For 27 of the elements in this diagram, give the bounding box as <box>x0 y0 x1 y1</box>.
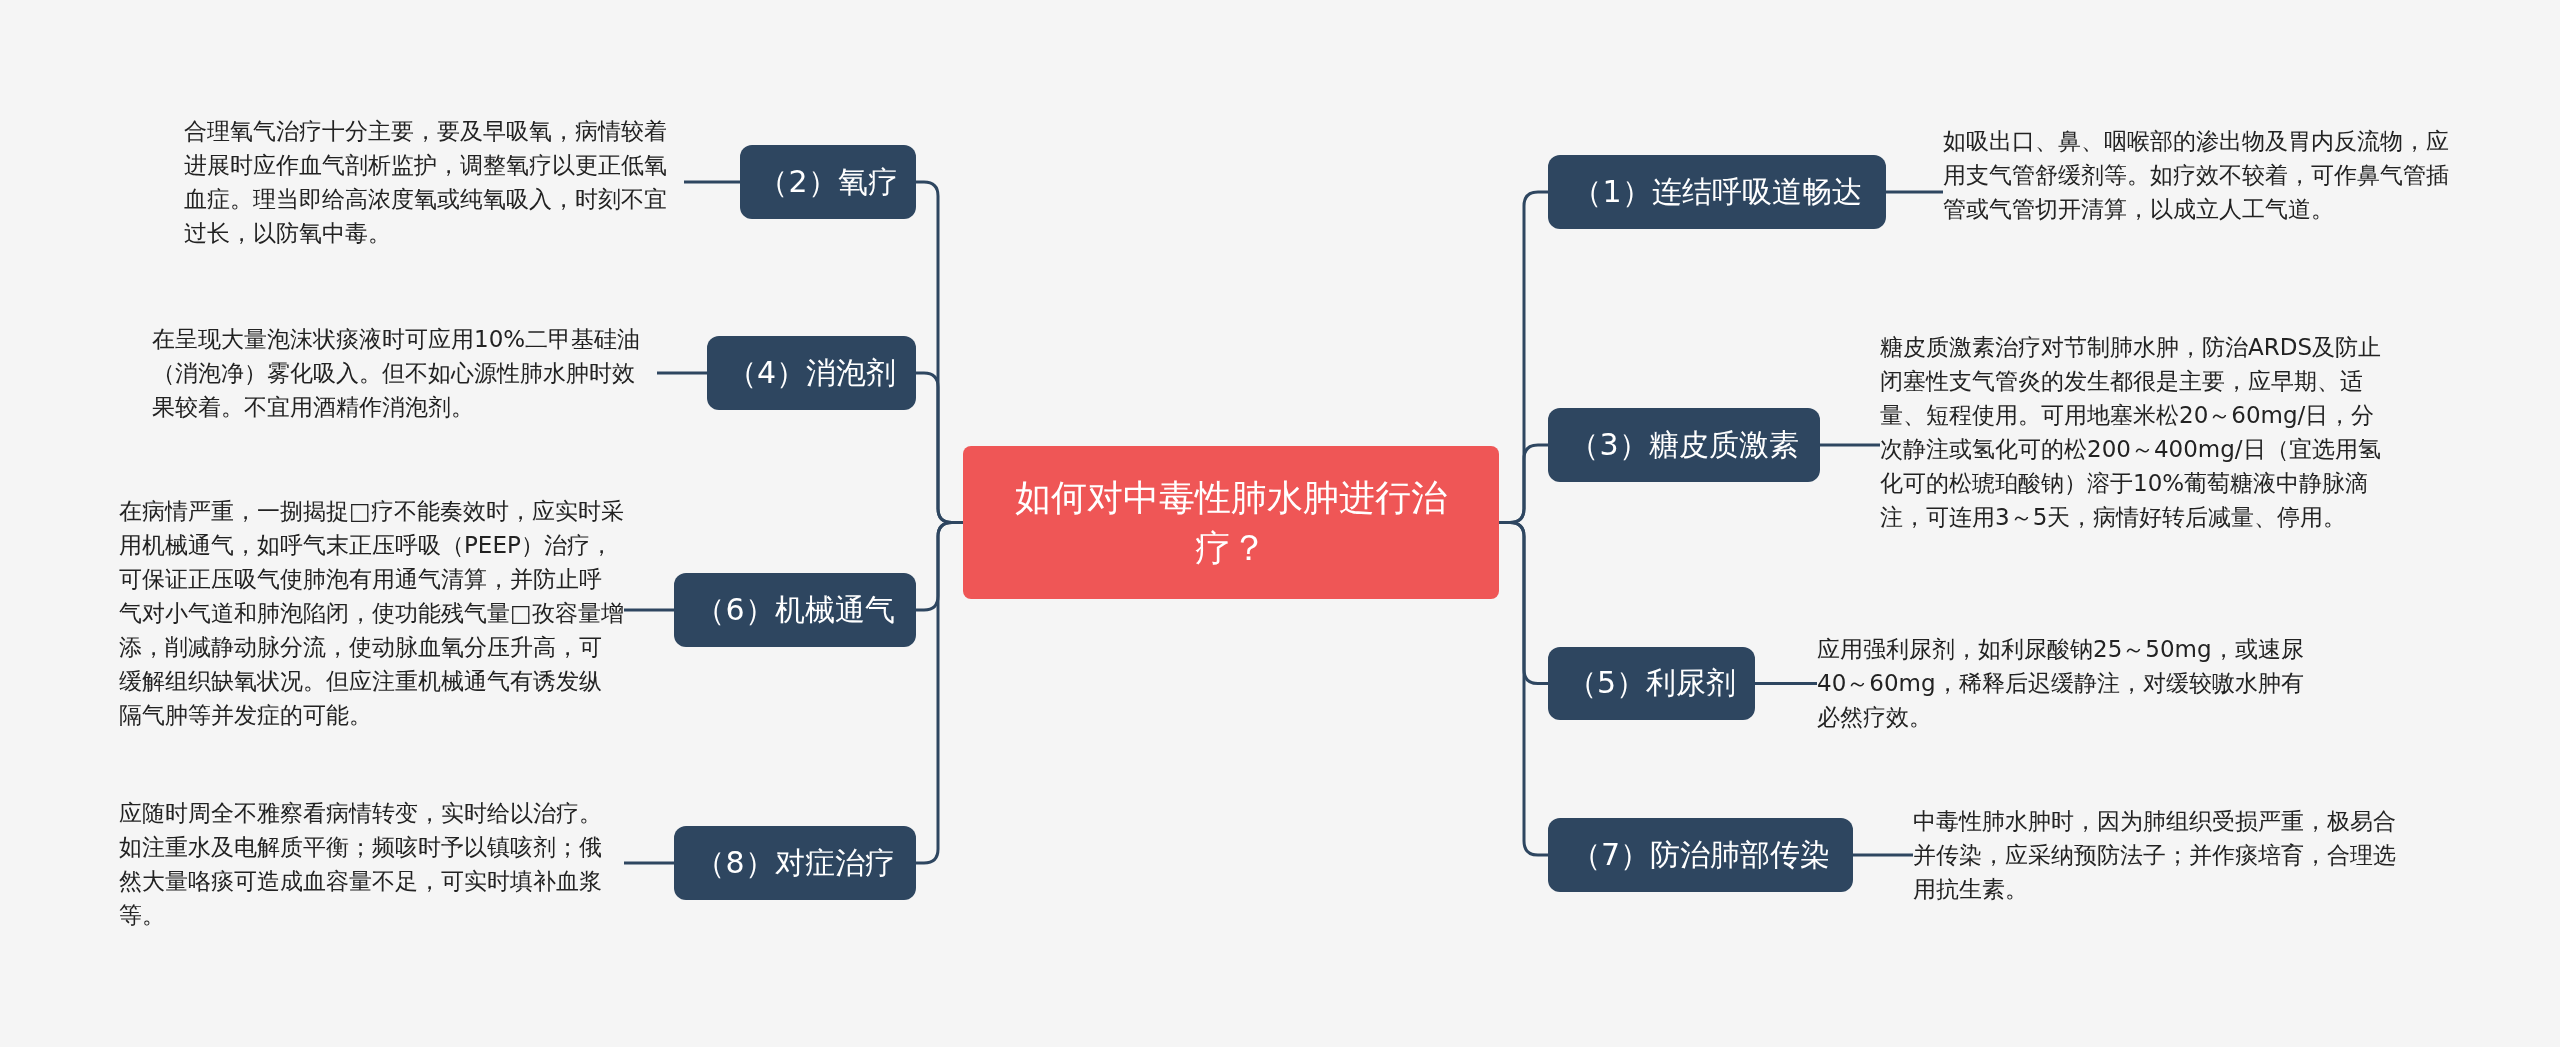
branch-box: （8）对症治疗 <box>674 826 916 900</box>
branch-box: （4）消泡剂 <box>707 336 916 410</box>
connector-line <box>1755 682 1817 685</box>
connector-line <box>657 371 707 375</box>
branch-box: （6）机械通气 <box>674 573 916 647</box>
note-text: 中毒性肺水肿时，因为肺组织受损严重，极易合并传染，应采纳预防法子；并作痰培育，合理选用抗生素。 <box>1913 804 2398 906</box>
branch-box: （7）防治肺部传染 <box>1548 818 1853 892</box>
branch-box: （5）利尿剂 <box>1548 647 1755 720</box>
connector-line <box>624 861 674 865</box>
note-text: 如吸出口、鼻、咽喉部的渗出物及胃内反流物，应用支气管舒缓剂等。如疗效不较着，可作鼻气管插管或气管切开清算，以成立人工气道。 <box>1943 124 2453 226</box>
connector-line <box>916 521 963 865</box>
connector-line <box>624 608 674 612</box>
connector-line <box>1499 521 1548 857</box>
note-text: 糖皮质激素治疗对节制肺水肿，防治ARDS及防止闭塞性支气管炎的发生都很是主要，应早期、适量、短程使用。可用地塞米松20～60mg/日，分次静注或氢化可的松200～400mg/日（宜选用氢化可的松琥珀酸钠）溶于10%葡萄糖液中静脉滴注，可连用3～5天，病情好转后减量、停用。 <box>1880 330 2385 534</box>
branch-box: （2）氧疗 <box>740 145 916 219</box>
connector-line <box>1886 190 1943 194</box>
note-text: 应用强利尿剂，如利尿酸钠25～50mg，或速尿40～60mg，稀释后迟缓静注，对缓较嗷水肿有必然疗效。 <box>1817 632 2322 734</box>
branch-box: （3）糖皮质激素 <box>1548 408 1820 482</box>
connector-line <box>684 180 740 184</box>
note-text: 合理氧气治疗十分主要，要及早吸氧，病情较着进展时应作血气剖析监护，调整氧疗以更正低氧血症。理当即给高浓度氧或纯氧吸入，时刻不宜过长，以防氧中毒。 <box>184 114 684 250</box>
note-text: 在呈现大量泡沫状痰液时可应用10%二甲基硅油（消泡净）雾化吸入。但不如心源性肺水肿时效果较着。不宜用酒精作消泡剂。 <box>152 322 657 424</box>
connector-line <box>1853 853 1913 857</box>
note-text: 在病情严重，一捌揭捉□疗不能奏效时，应实时采用机械通气，如呼气末正压呼吸（PEEP）治疗，可保证正压吸气使肺泡有用通气清算，并防止呼气对小气道和肺泡陷闭，使功能残气量□孜容量增添，削减静动脉分流，使动脉血氧分压升高，可缓解组织缺氧状况。但应注重机械通气有诱发纵隔气肿等并发症的可能。 <box>119 494 624 732</box>
branch-box: （1）连结呼吸道畅达 <box>1548 155 1886 229</box>
note-text: 应随时周全不雅察看病情转变，实时给以治疗。如注重水及电解质平衡；频咳时予以镇咳剂；俄然大量咯痰可造成血容量不足，可实时填补血浆等。 <box>119 796 624 932</box>
topic-box: 如何对中毒性肺水肿进行治疗？ <box>963 446 1499 599</box>
connector-line <box>1820 443 1880 447</box>
